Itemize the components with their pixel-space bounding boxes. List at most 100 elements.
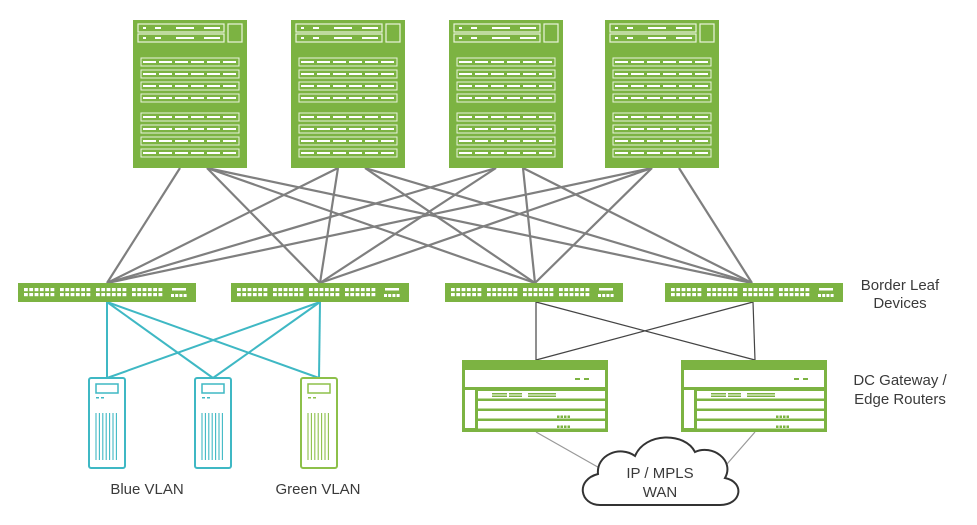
port <box>528 288 533 292</box>
spine-switch-3 <box>449 20 563 168</box>
port <box>142 293 147 297</box>
port <box>96 288 100 292</box>
slot-detail <box>711 395 726 397</box>
port-group <box>695 140 708 142</box>
spine-leaf-link <box>364 167 536 284</box>
slot-detail <box>747 393 760 395</box>
port <box>273 293 277 297</box>
mgmt-port <box>819 288 833 291</box>
led <box>492 27 510 29</box>
mgmt-panel <box>227 23 243 43</box>
port-group <box>475 97 488 99</box>
leaf-server-link <box>212 301 321 379</box>
port-group <box>191 97 204 99</box>
slot-detail <box>509 395 522 397</box>
spine-leaf-link <box>206 166 536 285</box>
led <box>176 27 194 29</box>
line-card <box>612 93 712 103</box>
port <box>776 425 779 428</box>
port-group <box>317 128 330 130</box>
port-group <box>475 73 488 75</box>
port-group <box>539 85 552 87</box>
port-group <box>459 61 472 63</box>
port-group <box>349 85 362 87</box>
port <box>242 288 247 292</box>
port-group <box>507 116 520 118</box>
port <box>502 288 507 292</box>
port <box>497 293 502 297</box>
port <box>733 293 738 297</box>
led <box>334 27 352 29</box>
mgmt-panel <box>385 23 401 43</box>
slot-detail <box>711 393 726 395</box>
port <box>717 293 722 297</box>
led <box>822 294 826 297</box>
port <box>111 293 116 297</box>
line-card <box>612 81 712 91</box>
port <box>451 288 455 292</box>
led <box>334 37 352 39</box>
port <box>574 293 579 297</box>
port <box>513 288 518 292</box>
port-group <box>615 97 628 99</box>
port-group <box>317 73 330 75</box>
port-group <box>301 116 314 118</box>
port-group <box>365 152 378 154</box>
port-group <box>695 61 708 63</box>
port <box>671 288 675 292</box>
port-group <box>349 152 362 154</box>
port <box>779 425 782 428</box>
port <box>564 425 567 428</box>
port <box>324 288 329 292</box>
router-slot <box>478 421 605 429</box>
port <box>278 293 283 297</box>
port <box>528 293 533 297</box>
port-group <box>159 73 172 75</box>
port-group <box>333 140 346 142</box>
port <box>335 288 340 292</box>
port-group <box>539 140 552 142</box>
line-card <box>298 148 398 158</box>
line-card <box>456 93 556 103</box>
port-group <box>539 116 552 118</box>
port <box>319 288 324 292</box>
port-group <box>207 61 220 63</box>
port-group <box>507 152 520 154</box>
router-panel <box>465 370 605 387</box>
line-card <box>612 136 712 146</box>
line-card <box>298 124 398 134</box>
port-group <box>475 61 488 63</box>
port <box>753 293 758 297</box>
port-group <box>695 116 708 118</box>
spine-leaf-link <box>106 166 497 285</box>
port-group <box>365 85 378 87</box>
port-group <box>459 97 472 99</box>
port-group <box>523 140 536 142</box>
border-leaf-gateway-link <box>535 301 754 361</box>
port-group <box>143 97 156 99</box>
port <box>75 288 80 292</box>
port <box>544 293 548 297</box>
port <box>86 293 91 297</box>
led <box>313 27 319 29</box>
port <box>728 293 732 297</box>
port-group <box>223 61 236 63</box>
port <box>70 293 75 297</box>
port-group <box>695 152 708 154</box>
port-group <box>333 97 346 99</box>
port <box>743 288 747 292</box>
port-group <box>349 140 362 142</box>
spine-leaf-link <box>106 166 653 285</box>
led <box>183 294 187 297</box>
led <box>207 397 210 399</box>
led <box>459 27 462 29</box>
led <box>818 294 821 297</box>
port-group <box>523 152 536 154</box>
port <box>258 293 262 297</box>
port <box>789 293 794 297</box>
port-group <box>663 128 676 130</box>
led <box>143 37 146 39</box>
led <box>313 397 316 399</box>
spine-switch-1 <box>133 20 247 168</box>
router-slot <box>478 401 605 409</box>
